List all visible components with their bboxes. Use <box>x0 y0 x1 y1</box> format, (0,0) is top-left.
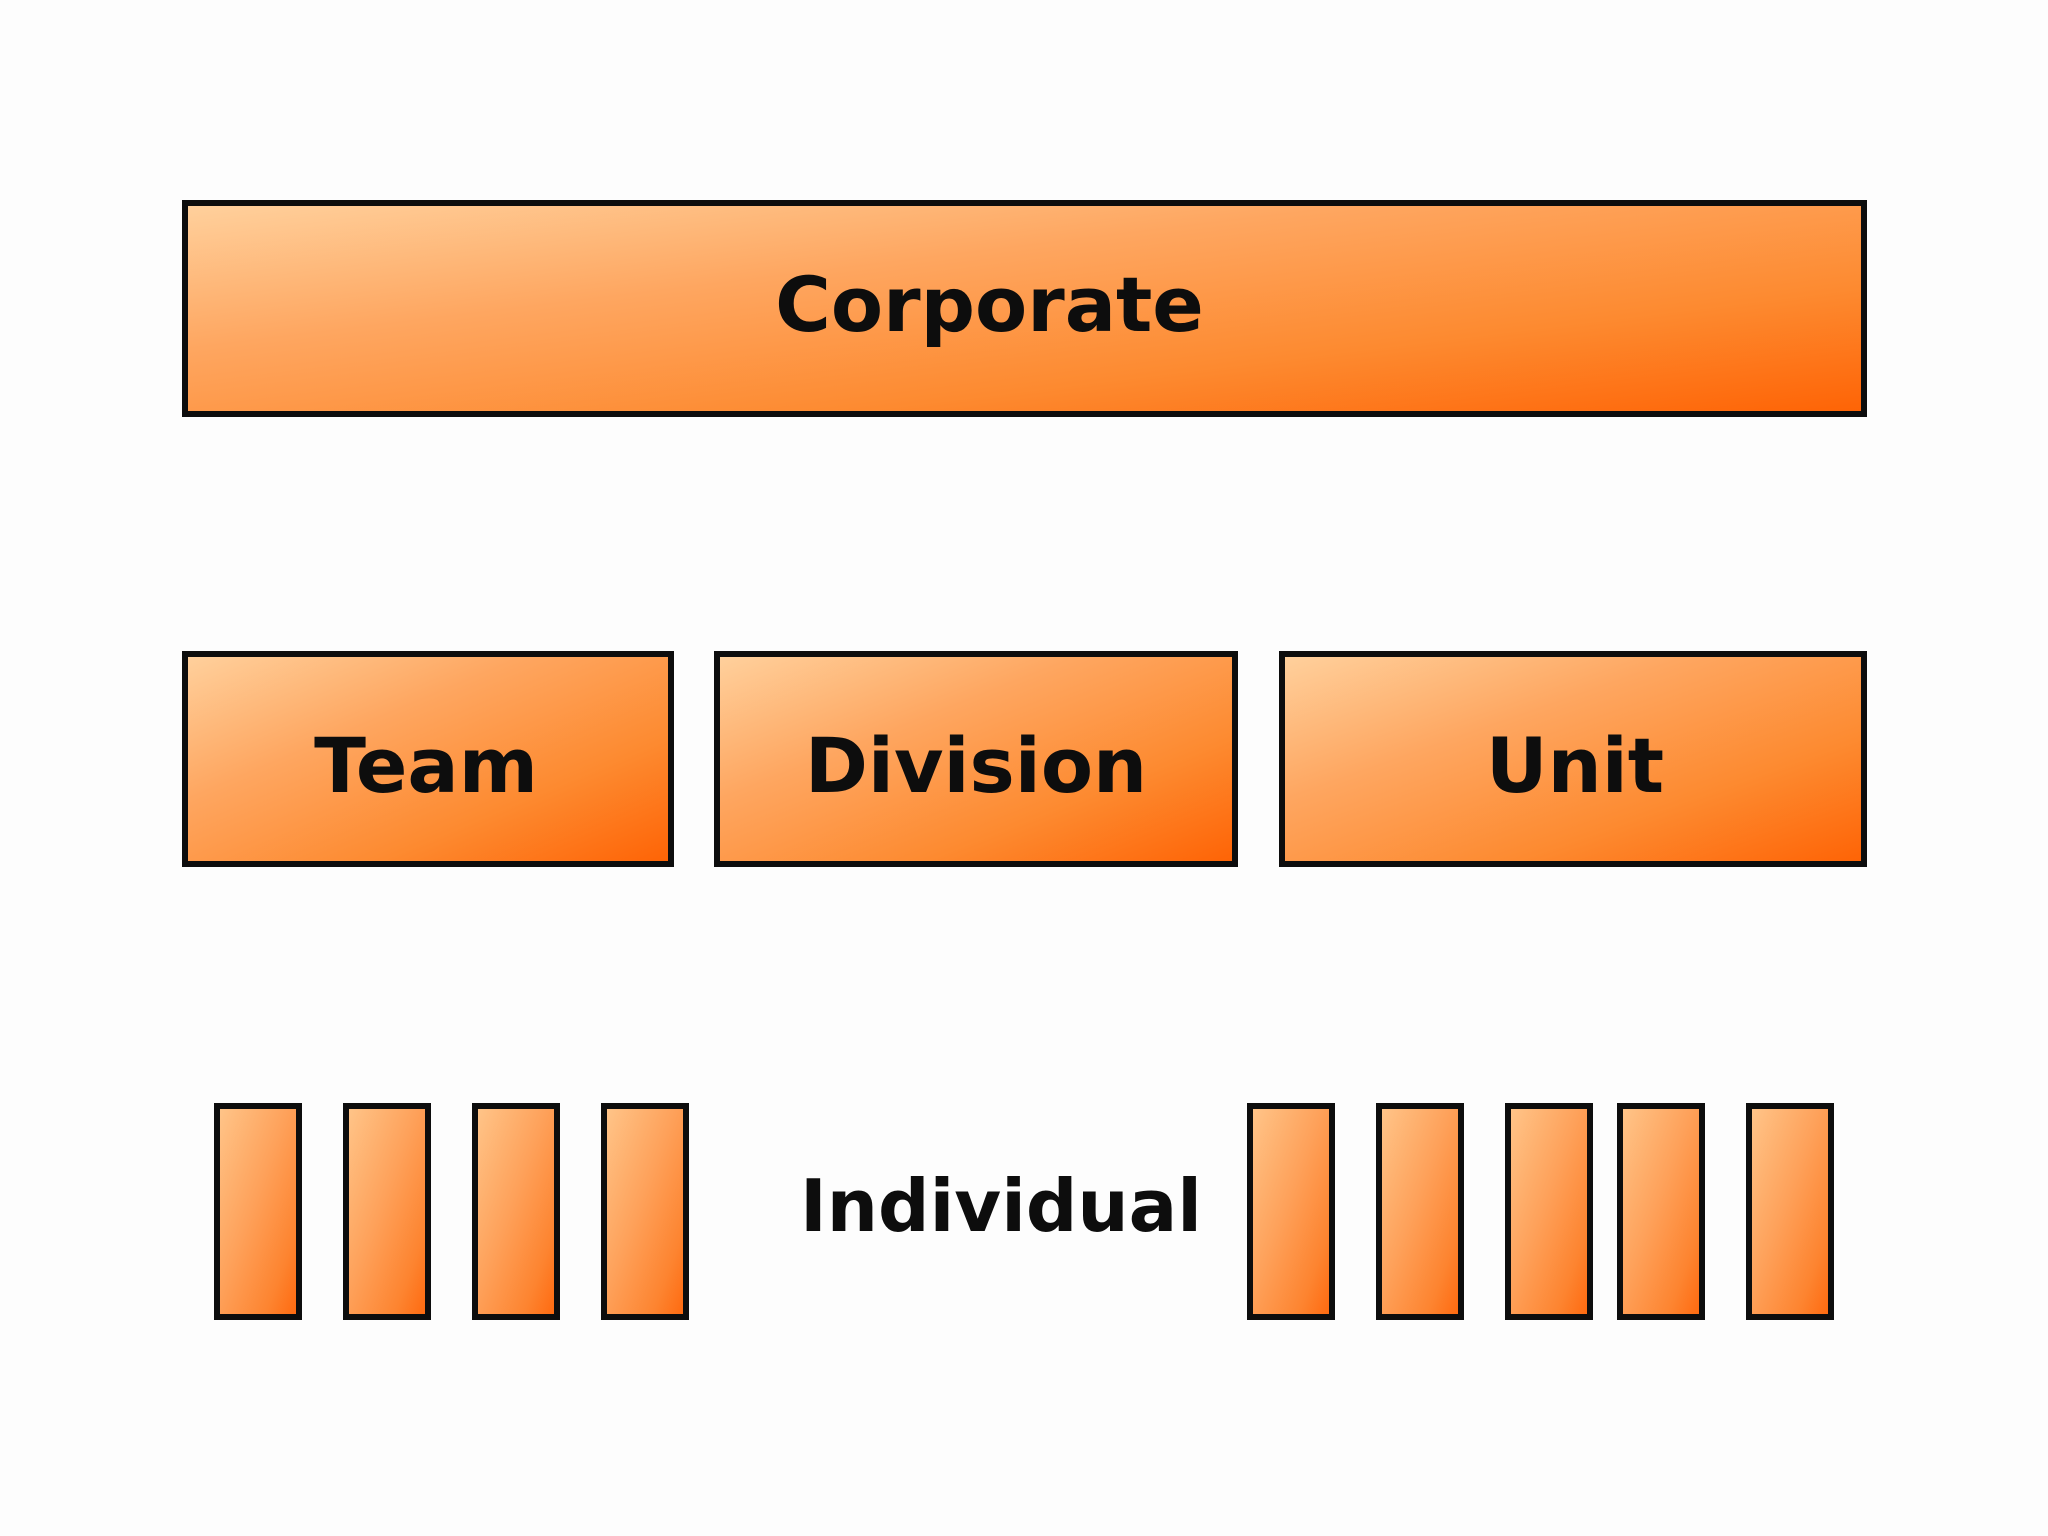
team-label: Team <box>314 721 538 810</box>
individual-box <box>214 1103 302 1320</box>
division-box: Division <box>714 651 1238 867</box>
individual-box <box>1505 1103 1593 1320</box>
individual-box <box>1746 1103 1834 1320</box>
individual-label: Individual <box>800 1164 1202 1248</box>
unit-box: Unit <box>1279 651 1867 867</box>
individual-box <box>472 1103 560 1320</box>
individual-box <box>1376 1103 1464 1320</box>
unit-label: Unit <box>1485 721 1665 810</box>
corporate-box: Corporate <box>182 200 1867 417</box>
corporate-label: Corporate <box>775 259 1204 349</box>
individual-box <box>343 1103 431 1320</box>
team-box: Team <box>182 651 674 867</box>
division-label: Division <box>804 721 1148 810</box>
individual-box <box>1247 1103 1335 1320</box>
individual-box <box>601 1103 689 1320</box>
individual-box <box>1617 1103 1705 1320</box>
